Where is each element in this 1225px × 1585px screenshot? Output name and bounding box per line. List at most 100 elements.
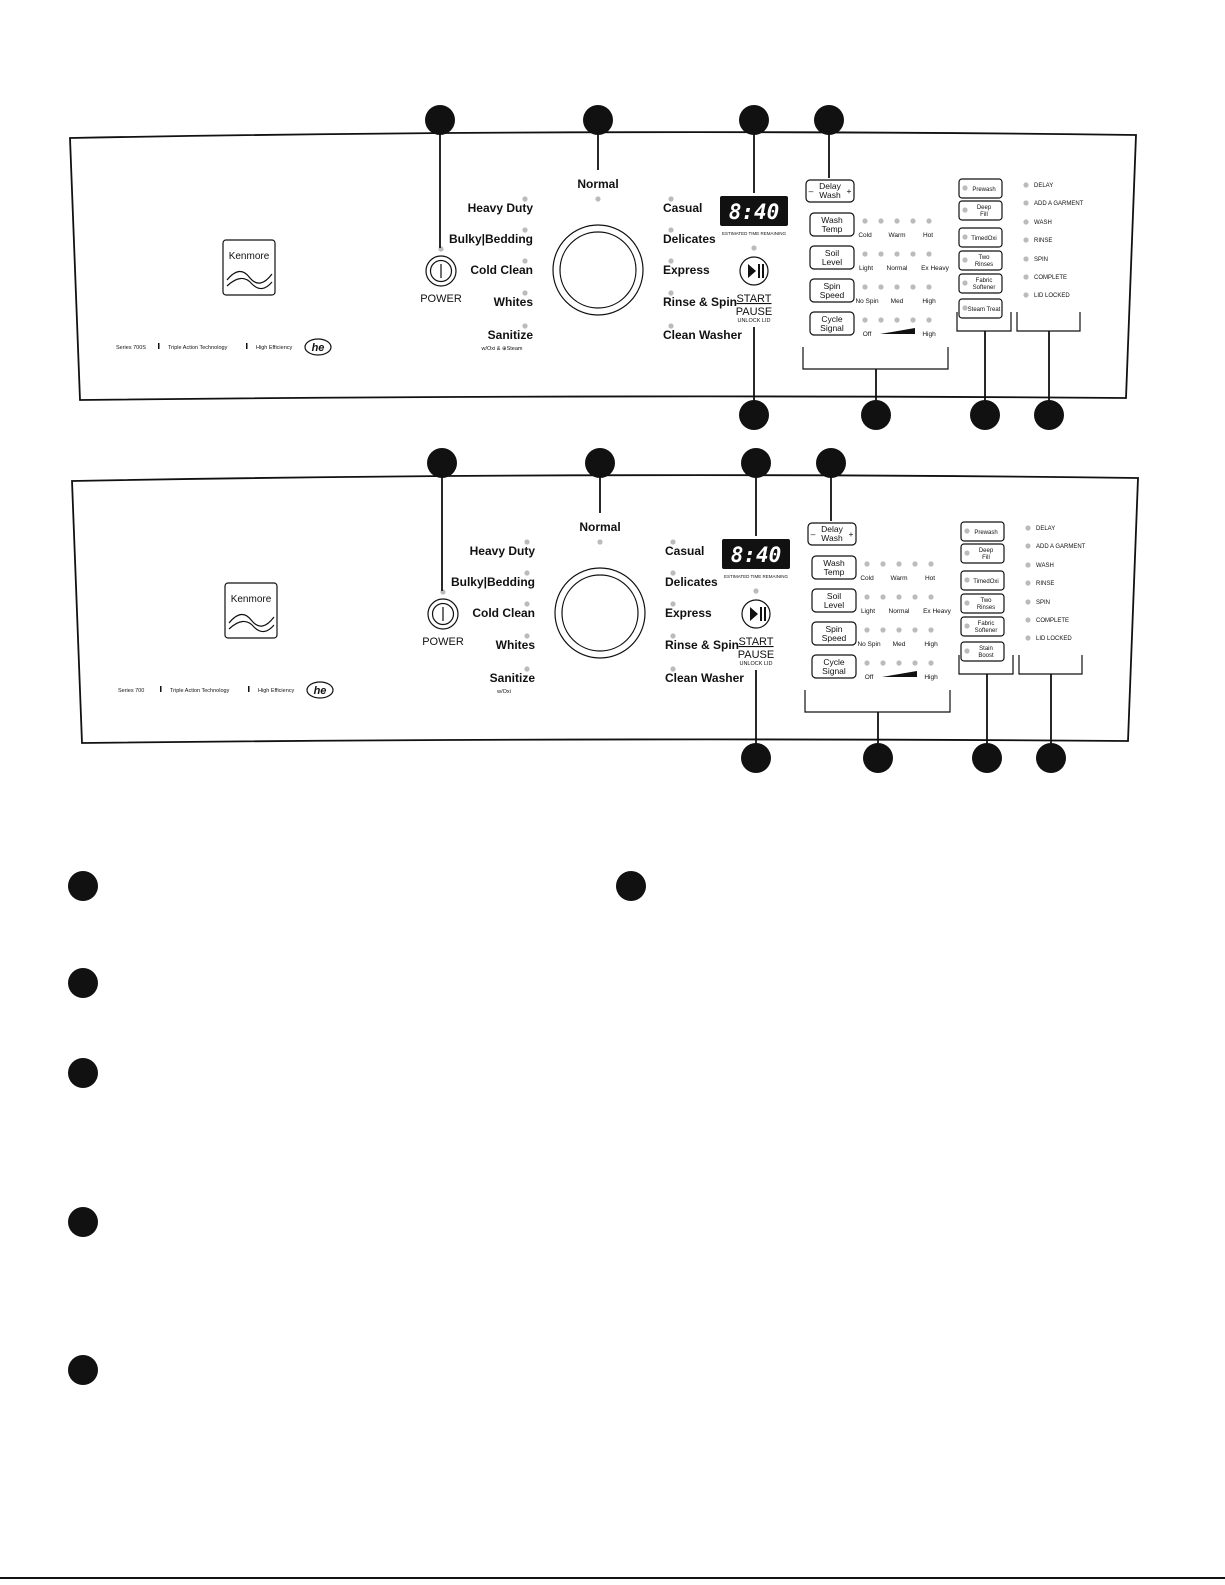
status-indicator: [1025, 599, 1031, 605]
option-button-frame: [958, 273, 1003, 294]
cycle-left-1[interactable]: Bulky|Bedding: [451, 575, 535, 589]
knob-outer-ring: [554, 567, 646, 659]
option-indicator: [964, 528, 970, 534]
cycle-right-4[interactable]: Clean Washer: [665, 671, 744, 685]
delay-label-2: Wash: [821, 533, 843, 543]
option-indicator: [962, 234, 968, 240]
cycle-selector-knob[interactable]: [554, 567, 646, 659]
level-indicator: [878, 218, 884, 224]
cycle-right-0[interactable]: Casual: [665, 544, 704, 558]
cycle-left-0[interactable]: Heavy Duty: [468, 201, 534, 215]
cycle-right-1[interactable]: Delicates: [665, 575, 718, 589]
option-0[interactable]: Prewash: [960, 521, 1005, 542]
callout-marker: [861, 400, 891, 430]
option-2[interactable]: TimedOxi: [960, 570, 1005, 591]
logo-swoosh-2: [228, 620, 275, 633]
callout-marker: [1034, 400, 1064, 430]
display-caption: ESTIMATED TIME REMAINING: [722, 231, 787, 236]
tag-high-efficiency: High Efficiency: [258, 688, 295, 694]
cycle-normal[interactable]: Normal: [577, 177, 618, 191]
cycle-right-2[interactable]: Express: [663, 263, 710, 277]
option-button-frame: [958, 200, 1003, 221]
option-0[interactable]: Prewash: [958, 178, 1003, 199]
status-3: RINSE: [1034, 238, 1052, 244]
status-1: ADD A GARMENT: [1034, 201, 1084, 207]
level-label: Ex Heavy: [923, 608, 952, 615]
cycle-right-2[interactable]: Express: [665, 606, 712, 620]
cycle-right-3[interactable]: Rinse & Spin: [663, 295, 737, 309]
cycle-normal[interactable]: Normal: [579, 520, 620, 534]
level-label: Hot: [923, 232, 933, 239]
delay-minus[interactable]: –: [811, 529, 816, 539]
delay-plus[interactable]: +: [849, 529, 854, 539]
cycle-left-2[interactable]: Cold Clean: [470, 263, 533, 277]
cycle-left-1[interactable]: Bulky|Bedding: [449, 232, 533, 246]
callout-marker: [68, 968, 98, 998]
delay-plus[interactable]: +: [847, 186, 852, 196]
setting-label-2: Signal: [820, 323, 844, 333]
cycle-right-0[interactable]: Casual: [663, 201, 702, 215]
cycle-left-3[interactable]: Whites: [494, 295, 534, 309]
cycle-right-4[interactable]: Clean Washer: [663, 328, 742, 342]
delay-wash-frame: [805, 179, 855, 203]
level-label: High: [922, 331, 936, 338]
power-button[interactable]: POWER: [420, 246, 462, 305]
cycle-left-4[interactable]: Sanitize: [488, 328, 534, 342]
status-bracket: [1018, 655, 1083, 675]
option-indicator: [964, 648, 970, 654]
status-4: SPIN: [1036, 600, 1050, 606]
cycle-left-4[interactable]: Sanitize: [490, 671, 536, 685]
level-indicator: [896, 660, 902, 666]
start-indicator: [753, 588, 759, 594]
setting-button-frame: [811, 555, 857, 580]
option-label-1: Stain: [979, 646, 993, 652]
start-label: START: [736, 293, 771, 305]
status-indicator: [1023, 256, 1029, 262]
cycle-left-0[interactable]: Heavy Duty: [470, 544, 536, 558]
cycle-selector-knob[interactable]: [552, 224, 644, 316]
cycle-right-3[interactable]: Rinse & Spin: [665, 638, 739, 652]
delay-minus[interactable]: –: [809, 186, 814, 196]
level-label: Warm: [888, 232, 905, 239]
power-button[interactable]: POWER: [422, 589, 464, 648]
level-indicator: [928, 594, 934, 600]
option-indicator: [962, 185, 968, 191]
level-label: Normal: [887, 265, 909, 272]
cycle-left-2[interactable]: Cold Clean: [472, 606, 535, 620]
cycle-indicator: [668, 290, 674, 296]
option-button-frame: [960, 543, 1005, 564]
display-caption: ESTIMATED TIME REMAINING: [724, 574, 789, 579]
cycle-right-1[interactable]: Delicates: [663, 232, 716, 246]
option-5[interactable]: Steam Treat: [958, 298, 1003, 319]
tag-triple-action: Triple Action Technology: [170, 688, 230, 694]
tag-high-efficiency: High Efficiency: [256, 345, 293, 351]
setting-button-frame: [809, 278, 855, 303]
setting-label-1: Cycle: [823, 657, 845, 667]
status-0: DELAY: [1036, 526, 1055, 532]
panel-outline: [69, 131, 1137, 401]
series-label: Series 700: [118, 688, 144, 694]
cycle-left-3[interactable]: Whites: [496, 638, 536, 652]
option-2[interactable]: TimedOxi: [958, 227, 1003, 248]
status-1: ADD A GARMENT: [1036, 544, 1086, 550]
option-indicator: [962, 280, 968, 286]
